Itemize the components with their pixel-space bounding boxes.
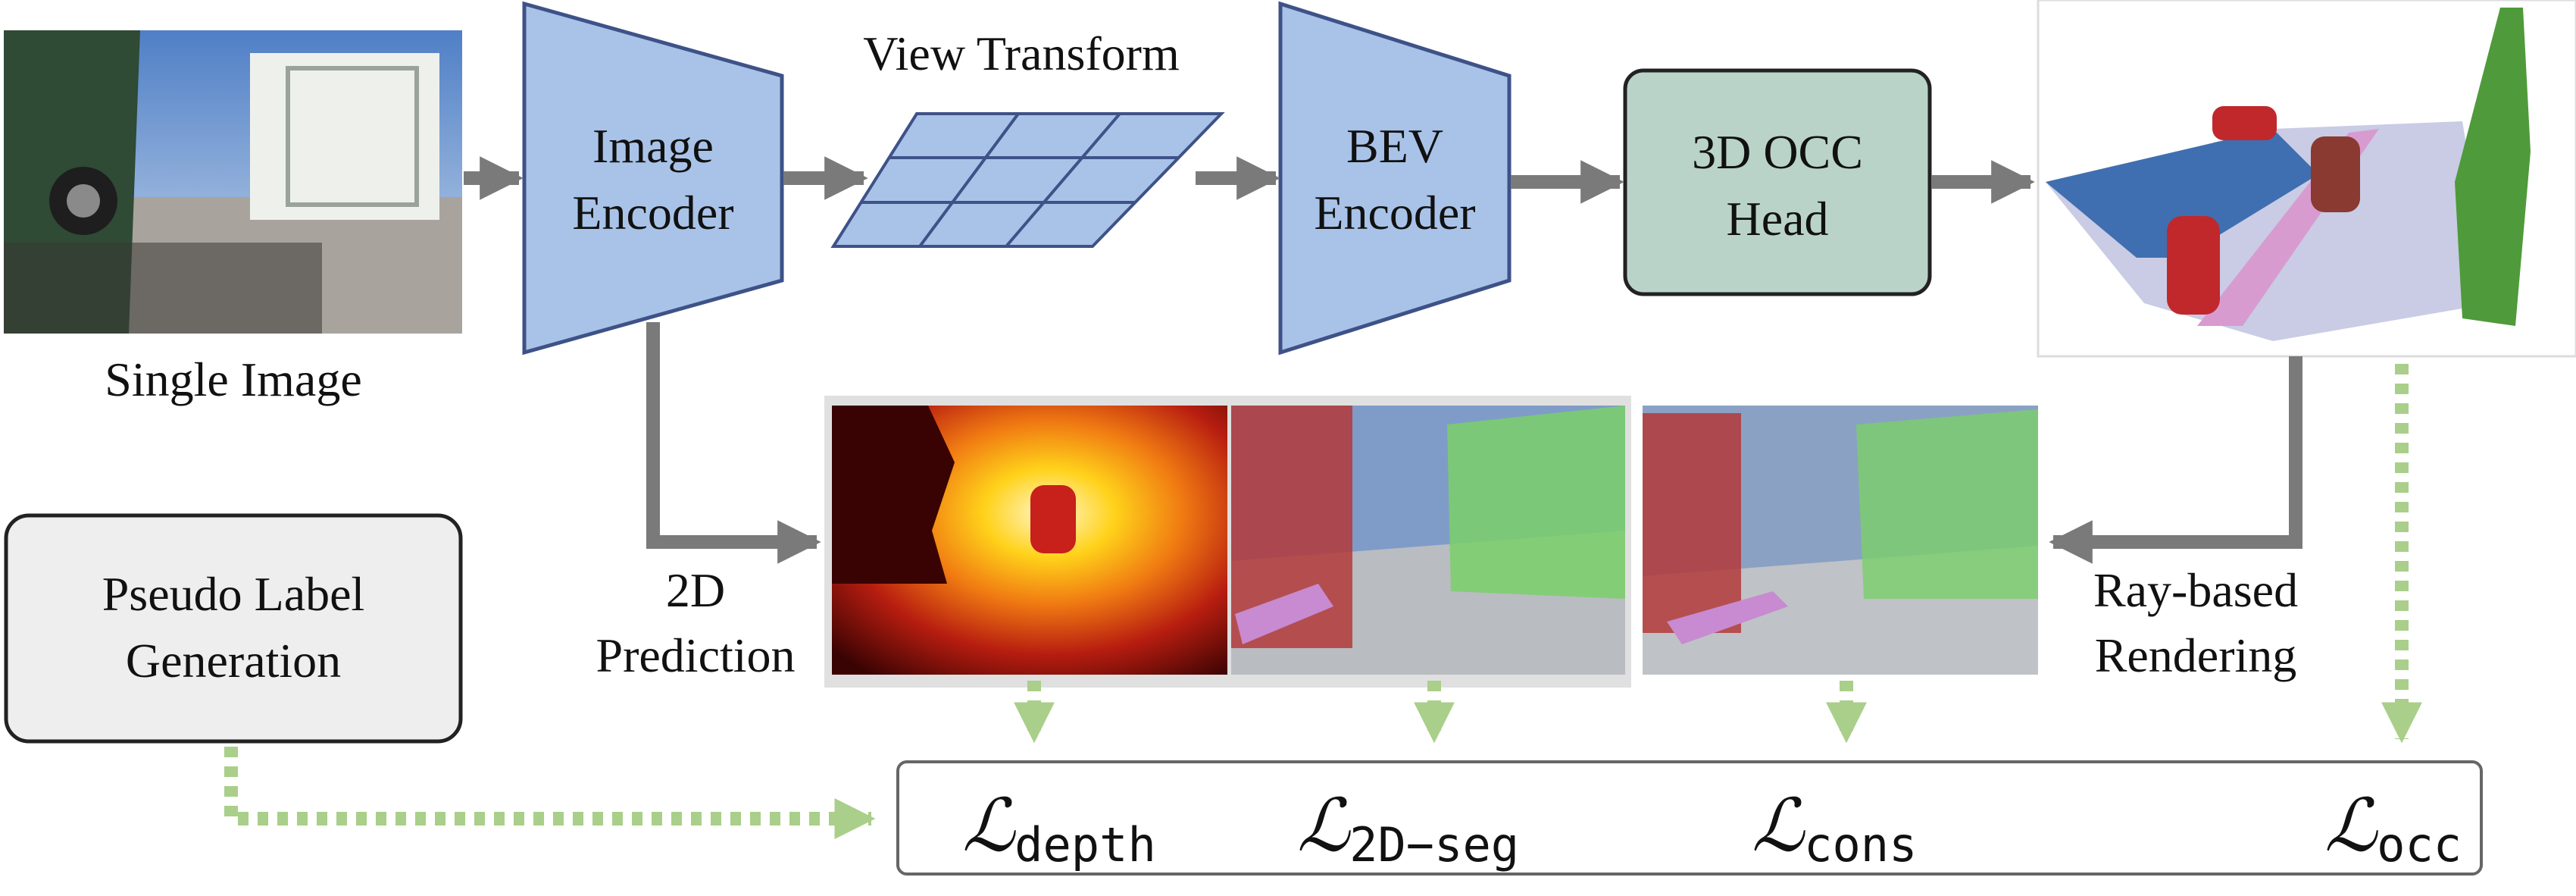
prediction-2d-label-line1: 2D [666, 563, 725, 617]
loss-box [896, 760, 2483, 876]
view-transform-label: View Transform [863, 27, 1180, 80]
arrow-pseudo-label-supervision [224, 747, 876, 839]
arrow-encoder-to-2d [646, 322, 821, 564]
segmentation-overlay [1231, 406, 1625, 675]
bev-encoder-block [1278, 1, 1512, 356]
single-image-thumbnail [4, 30, 462, 334]
occ-head-label-line2: Head [1726, 192, 1828, 246]
supervision-arrows [224, 364, 2422, 839]
loss-2d-seg: ℒ2D−seg [1297, 785, 1519, 873]
bev-encoder-label-line1: BEV [1346, 119, 1443, 173]
ray-rendering-label-line2: Rendering [2095, 628, 2297, 682]
bev-encoder-label-line2: Encoder [1314, 186, 1475, 240]
loss-cons: ℒcons [1752, 785, 1917, 873]
depth-heatmap [832, 406, 1227, 675]
pseudo-label-block [4, 513, 463, 744]
occ-head-block [1623, 68, 1932, 296]
view-transform-grid [830, 112, 1225, 248]
loss-occ: ℒocc [2324, 785, 2462, 873]
ray-rendering-label-line1: Ray-based [2093, 563, 2298, 617]
prediction-2d-label-line2: Prediction [596, 628, 795, 682]
flow-arrows [464, 156, 2302, 564]
image-encoder-label-line2: Encoder [572, 186, 733, 240]
occ-head-label-line1: 3D OCC [1692, 125, 1863, 179]
loss-depth: ℒdepth [962, 785, 1156, 873]
image-encoder-block [522, 1, 784, 356]
image-encoder-label-line1: Image [592, 119, 714, 173]
occupancy-render [2037, 0, 2576, 358]
rendered-overlay [1643, 406, 2038, 675]
pseudo-label-line1: Pseudo Label [102, 567, 365, 621]
arrow-render-to-views [2049, 356, 2302, 564]
single-image-label: Single Image [105, 352, 361, 406]
pseudo-label-line2: Generation [126, 634, 341, 688]
